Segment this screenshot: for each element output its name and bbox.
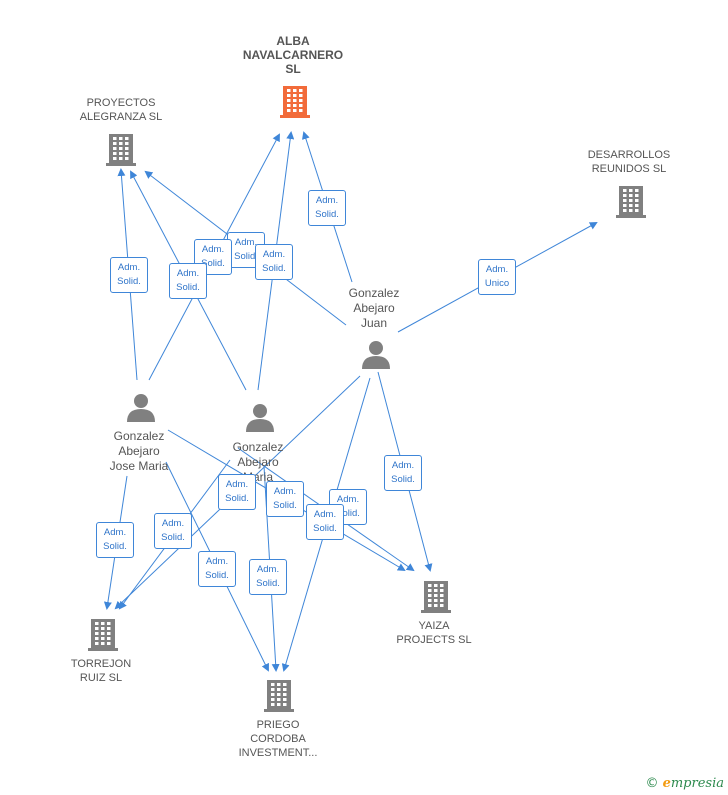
edge-label-jose-torrejon[interactable]: Adm. Solid.	[96, 522, 134, 558]
edge-label-juan-yaiza[interactable]: Adm. Solid.	[384, 455, 422, 491]
company-label-priego[interactable]: PRIEGO CORDOBA INVESTMENT...	[238, 719, 318, 759]
company-icon-priego[interactable]	[264, 680, 294, 712]
edge-label-jose-priego[interactable]: Adm. Solid.	[198, 551, 236, 587]
edge-label-juan-alba[interactable]: Adm. Solid.	[308, 190, 346, 226]
edge-label-juan-torrejon[interactable]: Adm. Solid.	[218, 474, 256, 510]
company-icon-yaiza[interactable]	[421, 581, 451, 613]
company-label-desarrollos[interactable]: DESARROLLOS REUNIDOS SL	[587, 149, 671, 175]
edge-label-maria-torrejon[interactable]: Adm. Solid.	[154, 513, 192, 549]
person-icon-juan[interactable]	[362, 341, 390, 369]
edge-label-maria-priego[interactable]: Adm. Solid.	[249, 559, 287, 595]
brand-name: mpresia	[670, 776, 724, 791]
empresia-logo[interactable]: © empresia	[645, 776, 724, 791]
edge-label-juan-priego[interactable]: Adm. Solid.	[306, 504, 344, 540]
company-label-yaiza[interactable]: YAIZA PROJECTS SL	[396, 620, 472, 646]
person-label-jose[interactable]: Gonzalez Abejaro Jose Maria	[109, 429, 169, 473]
edge-label-jose-proyectos[interactable]: Adm. Solid.	[110, 257, 148, 293]
edge-label-maria-alba[interactable]: Adm. Solid.	[255, 244, 293, 280]
person-label-juan[interactable]: Gonzalez Abejaro Juan	[348, 286, 400, 330]
company-icon-torrejon[interactable]	[88, 619, 118, 651]
person-label-maria[interactable]: Gonzalez Abejaro Maria	[232, 440, 284, 484]
company-icon-proyectos[interactable]	[106, 134, 136, 166]
icons-group	[88, 86, 646, 712]
copyright-icon: ©	[645, 776, 659, 791]
edge-label-juan-desarrollos[interactable]: Adm. Unico	[478, 259, 516, 295]
person-icon-jose[interactable]	[127, 394, 155, 422]
company-icon-alba[interactable]	[280, 86, 310, 118]
company-label-torrejon[interactable]: TORREJON RUIZ SL	[70, 658, 132, 684]
brand-initial: e	[662, 776, 671, 791]
company-label-alba[interactable]: ALBA NAVALCARNERO SL	[242, 34, 344, 76]
edge-label-maria-proyectos[interactable]: Adm. Solid.	[169, 263, 207, 299]
person-icon-maria[interactable]	[246, 404, 274, 432]
edge-label-maria-yaiza[interactable]: Adm. Solid.	[266, 481, 304, 517]
company-label-proyectos[interactable]: PROYECTOS ALEGRANZA SL	[79, 97, 163, 123]
company-icon-desarrollos[interactable]	[616, 186, 646, 218]
edges-group	[103, 131, 598, 672]
